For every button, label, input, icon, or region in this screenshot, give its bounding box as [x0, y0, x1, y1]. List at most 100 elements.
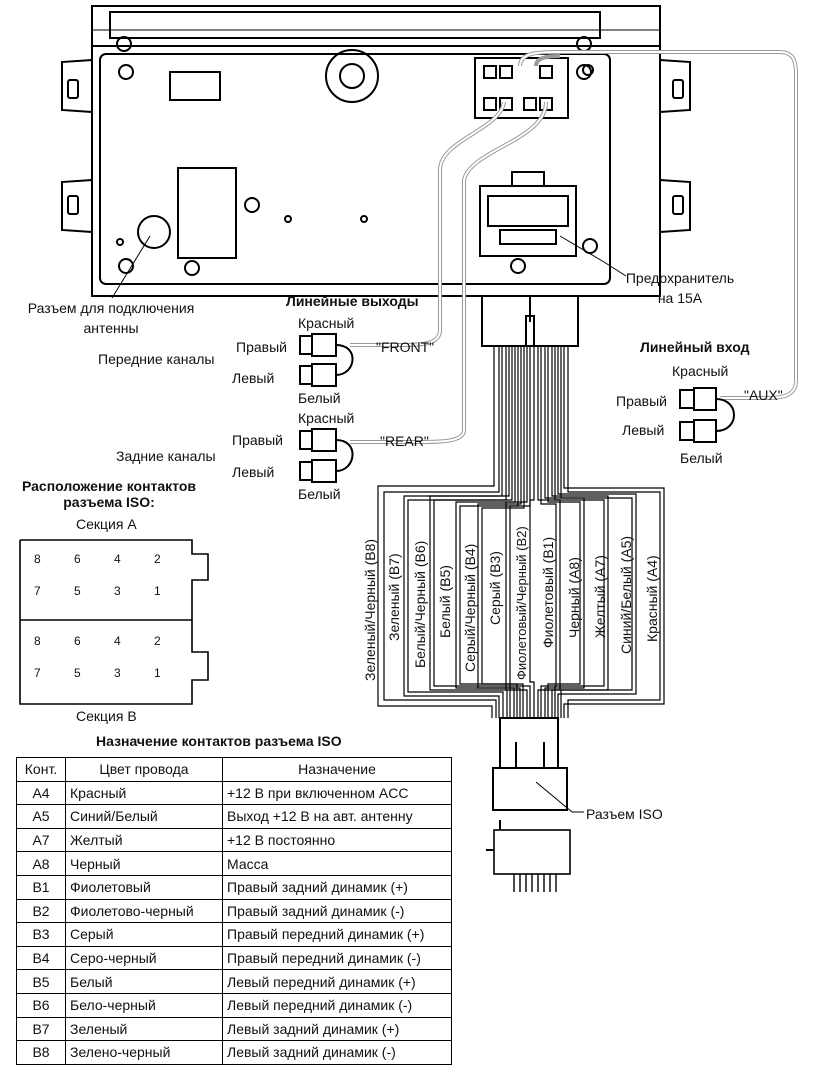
color-cell: Фиолетовый: [65, 874, 223, 900]
pin-1: 1: [154, 584, 161, 598]
pin-cell: B7: [16, 1016, 66, 1042]
iso-layout-title-line2: разъема ISO:: [63, 494, 155, 510]
wire-label-a4: Красный (A4): [644, 555, 660, 642]
fuse-label: Предохранитель на 15А: [620, 268, 740, 308]
front-white-label: Белый: [298, 390, 341, 406]
harness-wires: [377, 346, 665, 718]
function-cell: Правый передний динамик (+): [222, 922, 452, 947]
pin-cell: B1: [16, 874, 66, 900]
function-cell: Левый передний динамик (+): [222, 969, 452, 994]
color-cell: Зеленый: [65, 1016, 223, 1042]
pin-6: 6: [74, 634, 81, 648]
aux-red-label: Красный: [672, 363, 729, 379]
antenna-label-line1: Разъем для подключения: [27, 300, 195, 316]
color-cell: Бело-черный: [65, 992, 223, 1018]
function-cell: Масса: [222, 851, 452, 876]
pin-cell: A8: [16, 851, 66, 876]
color-cell: Зелено-черный: [65, 1040, 223, 1065]
rear-channels-label: Задние каналы: [116, 448, 216, 464]
rear-right-label: Правый: [232, 432, 283, 448]
front-right-label: Правый: [236, 339, 287, 355]
aux-tag: "AUX": [744, 387, 783, 403]
pin-1: 1: [154, 666, 161, 680]
function-cell: Правый задний динамик (+): [222, 874, 452, 900]
pin-8: 8: [34, 552, 41, 566]
rear-left-label: Левый: [232, 464, 275, 480]
pin-cell: B8: [16, 1040, 66, 1065]
line-out-title: Линейные выходы: [286, 293, 419, 309]
pin-7: 7: [34, 666, 41, 680]
pin-cell: B6: [16, 992, 66, 1018]
function-cell: +12 В постоянно: [222, 827, 452, 853]
pin-cell: A4: [16, 780, 66, 806]
function-cell: Левый задний динамик (+): [222, 1016, 452, 1042]
table-title: Назначение контактов разъема ISO: [96, 733, 342, 749]
front-left-label: Левый: [232, 370, 275, 386]
iso-pin-grid-a: 8 6 4 2 7 5 3 1: [34, 552, 184, 608]
color-cell: Серо-черный: [65, 945, 223, 971]
function-cell: Выход +12 В на авт. антенну: [222, 804, 452, 829]
function-cell: Левый передний динамик (-): [222, 992, 452, 1018]
pin-2: 2: [154, 634, 161, 648]
pin-cell: B5: [16, 969, 66, 994]
fuse-label-line1: Предохранитель: [625, 270, 735, 286]
color-cell: Фиолетово-черный: [65, 898, 223, 924]
section-b-label: Секция B: [76, 708, 137, 724]
pin-5: 5: [74, 666, 81, 680]
function-cell: +12 В при включенном ACC: [222, 780, 452, 806]
pin-cell: B2: [16, 898, 66, 924]
wire-label-b8: Зеленый/Черный (B8): [362, 538, 378, 681]
wire-label-a5: Синий/Белый (A5): [618, 535, 634, 654]
pin-2: 2: [154, 552, 161, 566]
aux-left-label: Левый: [622, 422, 665, 438]
wire-label-b5: Белый (B5): [437, 565, 453, 638]
pin-4: 4: [114, 552, 121, 566]
wire-label-b1: Фиолетовый (B1): [540, 536, 556, 648]
color-cell: Серый: [65, 922, 223, 947]
pin-7: 7: [34, 584, 41, 598]
pin-cell: B4: [16, 945, 66, 971]
antenna-label: Разъем для подключения антенны: [16, 298, 206, 338]
col-header-color: Цвет провода: [65, 757, 223, 782]
function-cell: Правый задний динамик (-): [222, 898, 452, 924]
color-cell: Черный: [65, 851, 223, 876]
signal-cables: [350, 50, 798, 444]
iso-connector-label: Разъем ISO: [586, 806, 663, 822]
front-red-label: Красный: [298, 315, 355, 331]
iso-layout-title: Расположение контактов разъема ISO:: [14, 478, 204, 510]
pin-4: 4: [114, 634, 121, 648]
pin-6: 6: [74, 552, 81, 566]
pin-3: 3: [114, 584, 121, 598]
color-cell: Желтый: [65, 827, 223, 853]
line-in-title: Линейный вход: [640, 339, 750, 355]
table-header-row: Конт. Цвет провода Назначение: [16, 757, 452, 782]
head-unit-chassis: [61, 5, 691, 297]
iso-harness: [481, 295, 579, 347]
wire-label-a7: Желтый (A7): [592, 555, 608, 638]
function-cell: Правый передний динамик (-): [222, 945, 452, 971]
pin-8: 8: [34, 634, 41, 648]
front-channels-label: Передние каналы: [98, 351, 215, 367]
aux-right-label: Правый: [616, 393, 667, 409]
col-header-function: Назначение: [222, 757, 452, 782]
color-cell: Синий/Белый: [65, 804, 223, 829]
pin-cell: B3: [16, 922, 66, 947]
wire-label-a8: Черный (A8): [566, 557, 582, 638]
antenna-label-line2: антенны: [83, 320, 139, 336]
rear-white-label: Белый: [298, 486, 341, 502]
pin-cell: A7: [16, 827, 66, 853]
wire-label-b2: Фиолетовый/Черный (B2): [514, 526, 529, 680]
wire-label-b7: Зеленый (B7): [386, 553, 402, 641]
